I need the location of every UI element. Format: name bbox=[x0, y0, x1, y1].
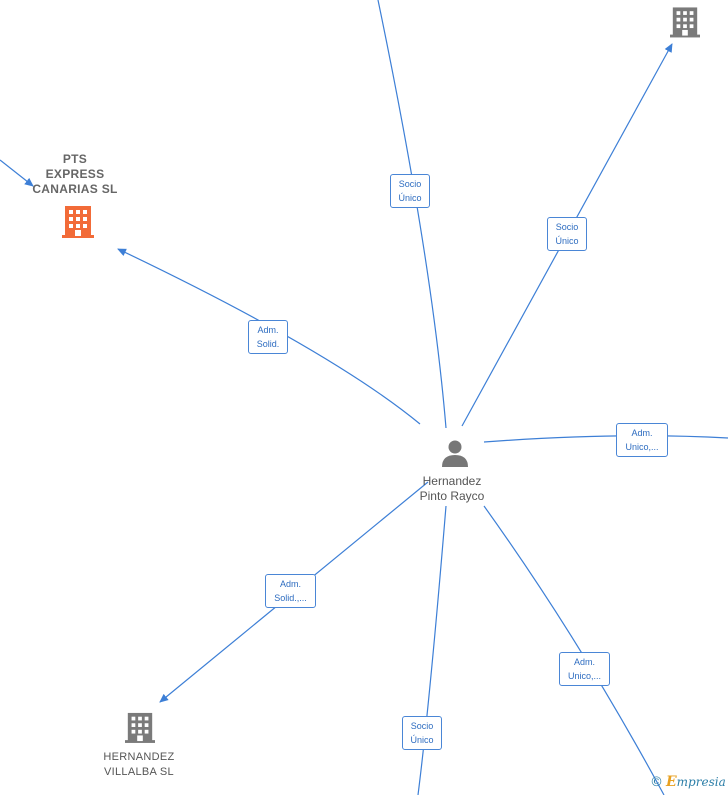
edge-to-pts bbox=[117, 248, 421, 425]
edge-offscreen-left-to-pts bbox=[0, 159, 34, 187]
edge-label-adm-solid-multi[interactable]: Adm.Solid.,... bbox=[265, 574, 316, 608]
company-label-hernandez-villalba[interactable]: HERNANDEZ VILLALBA SL bbox=[103, 751, 175, 778]
edge-top-vertical bbox=[377, 0, 447, 429]
copyright-icon: © bbox=[650, 775, 663, 790]
company-label-pts[interactable]: PTS EXPRESS CANARIAS SL bbox=[32, 152, 118, 196]
edge-bottom-right bbox=[483, 505, 665, 795]
edge-label-adm-solid[interactable]: Adm.Solid. bbox=[248, 320, 288, 354]
edge-bottom bbox=[417, 505, 447, 795]
edge-label-adm-unico-bottom[interactable]: Adm.Unico,... bbox=[559, 652, 610, 686]
person-name[interactable]: Hernandez Pinto Rayco bbox=[419, 474, 485, 503]
edge-right bbox=[483, 435, 728, 443]
building-icon-pts[interactable] bbox=[62, 204, 94, 238]
building-icon-top-right[interactable] bbox=[670, 5, 700, 38]
building-icon-hernandez-villalba[interactable] bbox=[125, 710, 155, 744]
edge-label-adm-unico-right[interactable]: Adm.Unico,... bbox=[616, 423, 668, 457]
empresia-logo: ©Empresia bbox=[650, 774, 726, 790]
person-icon[interactable] bbox=[440, 438, 470, 468]
